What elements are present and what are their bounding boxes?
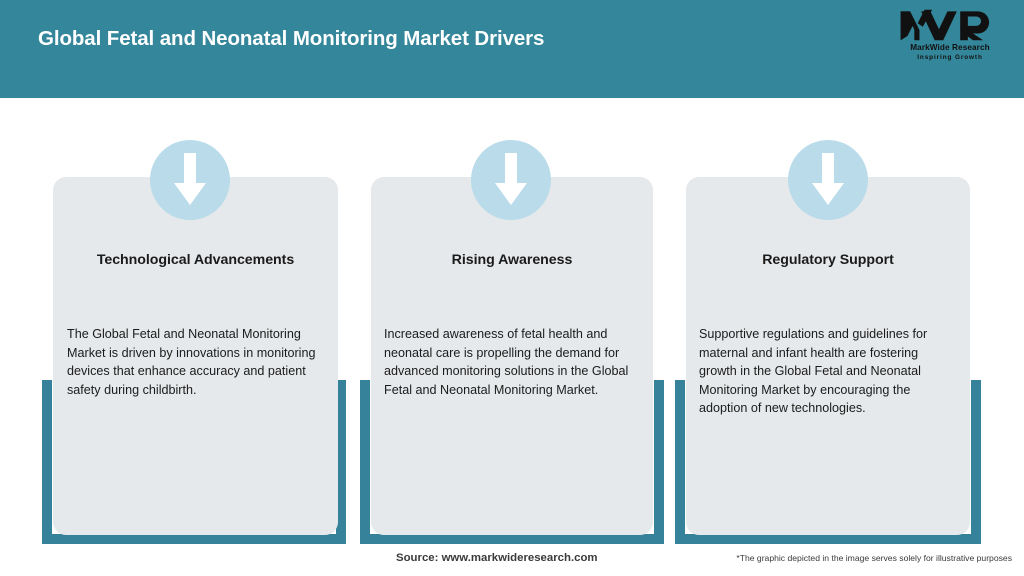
markwide-research-logo: MarkWide Research Inspiring Growth — [898, 8, 1002, 68]
card-2-title: Rising Awareness — [451, 252, 573, 268]
mwr-monogram-icon — [900, 9, 990, 41]
down-arrow-icon — [812, 153, 844, 205]
down-arrow-icon — [174, 153, 206, 205]
card-1-body: The Global Fetal and Neonatal Monitoring… — [67, 327, 316, 397]
page-title: Global Fetal and Neonatal Monitoring Mar… — [38, 27, 545, 50]
card-3-accent-frame — [675, 380, 981, 544]
card-2-icon-badge — [471, 140, 551, 220]
card-2-accent-frame — [360, 380, 664, 544]
card-2-panel[interactable]: Rising Awareness Increased awareness of … — [371, 177, 653, 535]
disclaimer-note: *The graphic depicted in the image serve… — [736, 553, 1012, 563]
card-1-accent-frame — [42, 380, 346, 544]
source-label: Source: www.markwideresearch.com — [396, 552, 598, 564]
card-1-title: Technological Advancements — [96, 252, 295, 268]
card-3-icon-badge — [788, 140, 868, 220]
header-bar — [0, 0, 1024, 98]
card-3-title: Regulatory Support — [762, 252, 894, 268]
logo-tagline: Inspiring Growth — [917, 54, 983, 61]
card-1-icon-badge — [150, 140, 230, 220]
logo-company-name: MarkWide Research — [910, 43, 990, 52]
down-arrow-icon — [495, 153, 527, 205]
card-3-panel[interactable]: Regulatory Support Supportive regulation… — [686, 177, 970, 535]
card-2-body: Increased awareness of fetal health and … — [384, 327, 629, 397]
card-3-body: Supportive regulations and guidelines fo… — [699, 327, 928, 416]
card-1-panel[interactable]: Technological Advancements The Global Fe… — [53, 177, 338, 535]
